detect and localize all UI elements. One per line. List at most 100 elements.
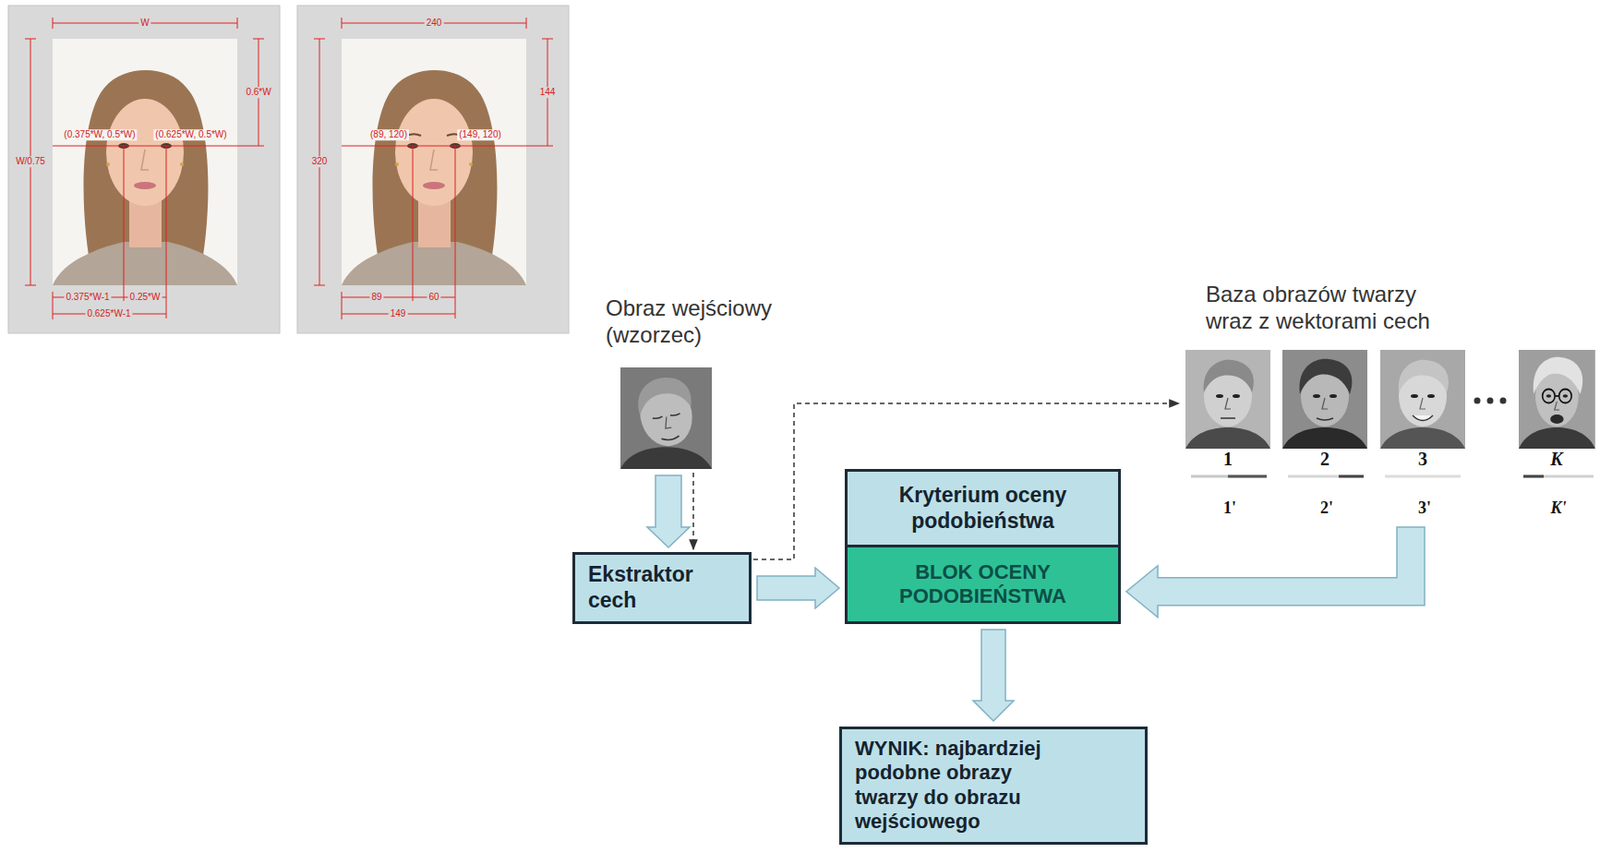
feature-vector [1287, 475, 1364, 479]
dimension-label: 0.25*W [128, 291, 163, 303]
face-photo [1282, 349, 1368, 449]
ellipsis-dot [1474, 397, 1481, 405]
shoulders [1518, 427, 1596, 449]
photo-background [1185, 349, 1271, 449]
database-caption: Baza obrazów twarzy wraz z wektorami cec… [1205, 281, 1456, 336]
smile [1412, 415, 1433, 422]
nose [1225, 397, 1231, 410]
eye [1546, 394, 1552, 398]
dimension-label: 320 [310, 156, 330, 168]
ellipsis-dot [1500, 397, 1507, 405]
eye [1312, 394, 1321, 398]
eye [1232, 394, 1240, 398]
shoulders [1282, 427, 1368, 449]
dimension-label: W [138, 17, 151, 29]
face-photo [620, 367, 712, 470]
eye [1410, 394, 1419, 398]
dimension-label: (0.375*W, 0.5*W) [61, 129, 137, 141]
dimension-label: 144 [538, 86, 558, 98]
mouth [661, 435, 680, 442]
block-arrow [973, 629, 1014, 722]
dimension-label: 0.625*W-1 [84, 308, 133, 320]
callout-number: 3 [1416, 448, 1430, 470]
hair [1398, 360, 1449, 393]
photo-background [1282, 349, 1368, 449]
mouth [1316, 418, 1334, 421]
callout-number: 3' [1416, 498, 1433, 518]
block-arrow [757, 567, 840, 609]
result-box: WYNIK: najbardziej podobne obrazy twarzy… [839, 726, 1148, 845]
process-box: Ekstraktor cech [572, 552, 752, 625]
glasses-bridge [1554, 395, 1560, 397]
feature-vector [1190, 475, 1267, 479]
glasses [1542, 389, 1556, 404]
nose [663, 416, 673, 429]
block-arrow [1126, 527, 1425, 618]
eye [1215, 394, 1224, 398]
hair [1533, 357, 1584, 395]
glasses [1559, 389, 1573, 404]
shoulders [620, 446, 712, 470]
nose [1554, 401, 1560, 410]
box-text: Ekstraktor cech [575, 554, 749, 621]
shoulders [1185, 427, 1271, 449]
callout-number: 2 [1318, 448, 1332, 470]
image-caption: Obraz wejściowy (wzorzec) [605, 295, 791, 349]
dimension-label: 0.375*W-1 [63, 291, 111, 303]
hair [1203, 360, 1254, 393]
dimension-label: W/0.75 [13, 156, 48, 168]
photo-background [620, 367, 712, 470]
dimension-label: (149, 120) [457, 129, 504, 141]
eye [652, 416, 663, 420]
similarity-block: Kryterium oceny podobieństwaBLOK OCENY P… [844, 469, 1121, 625]
face-photo [1185, 349, 1271, 449]
eye [1329, 394, 1337, 398]
hair [1299, 359, 1353, 395]
block-arrow [647, 475, 690, 548]
dimension-label: 149 [388, 308, 409, 320]
dimension-label: (89, 120) [368, 129, 410, 141]
photo-panel-px [297, 5, 569, 334]
face-photo [1518, 349, 1596, 449]
photo-background [1380, 349, 1466, 449]
callout-number: K [1548, 448, 1564, 470]
open-mouth [1550, 414, 1564, 424]
callout-number: 1 [1221, 448, 1235, 470]
mouth [1220, 417, 1236, 420]
dimension-label: 240 [424, 17, 445, 29]
result-text: WYNIK: najbardziej podobne obrazy twarzy… [842, 729, 1090, 843]
eye [1563, 394, 1568, 398]
dashed-arrow [692, 472, 695, 550]
dimension-label: (0.625*W, 0.5*W) [153, 129, 229, 141]
feature-vector [1384, 475, 1461, 479]
nose [1322, 397, 1328, 410]
block-title: BLOK OCENY PODOBIEŃSTWA [847, 547, 1119, 622]
criterion-text: Kryterium oceny podobieństwa [847, 471, 1119, 548]
feature-vector-part [1523, 475, 1544, 479]
photo-background [1518, 349, 1596, 449]
feature-vector-part [1338, 475, 1364, 479]
shoulders [1380, 427, 1466, 449]
callout-number: 1' [1221, 498, 1239, 518]
feature-vector [1523, 475, 1594, 479]
face-photo [1380, 349, 1466, 449]
dimension-label: 0.6*W [243, 86, 273, 98]
hair [633, 373, 693, 416]
face-database: Baza obrazów twarzy wraz z wektorami cec… [1181, 281, 1598, 524]
eye [670, 413, 681, 417]
eye [1427, 394, 1435, 398]
input-image: Obraz wejściowy (wzorzec) [605, 295, 791, 471]
dashed-arrow [753, 403, 1179, 560]
callout-number: K' [1548, 498, 1568, 518]
callout-number: 2' [1318, 498, 1336, 518]
head [633, 373, 699, 451]
feature-vector-part [1227, 475, 1267, 479]
nose [1419, 397, 1426, 410]
ellipsis-dot [1487, 397, 1494, 405]
photo-panel-w [8, 5, 280, 334]
dimension-label: 60 [426, 291, 441, 303]
